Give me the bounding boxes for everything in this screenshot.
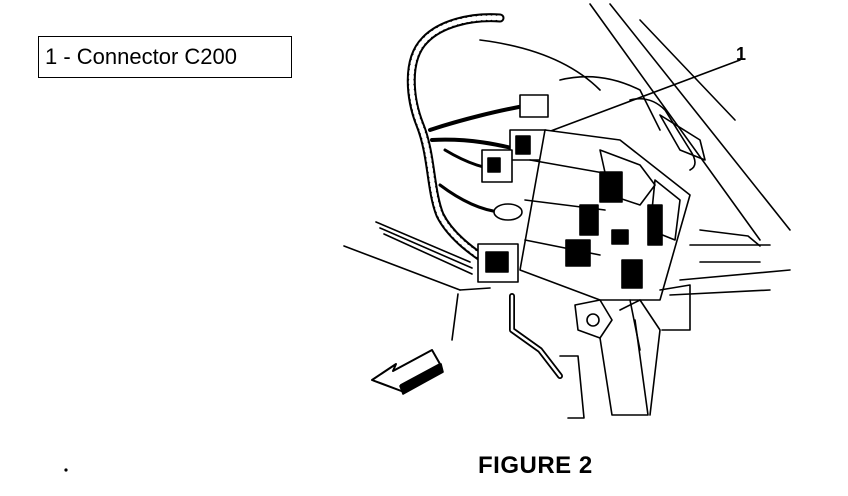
figure-caption: FIGURE 2	[478, 452, 593, 479]
forward-arrow-icon	[371, 349, 444, 395]
fuse-block	[519, 129, 691, 301]
floor-lines	[343, 221, 491, 341]
mounting-bracket	[574, 284, 691, 416]
stray-mark	[64, 468, 68, 472]
connector-secondary	[477, 149, 523, 283]
windshield-lines	[479, 3, 791, 296]
legend-box: 1 - Connector C200	[38, 36, 292, 78]
legend-text: 1 - Connector C200	[45, 44, 237, 69]
lower-cable	[509, 293, 585, 419]
callout-number: 1	[736, 44, 747, 64]
connector-c200	[509, 59, 741, 161]
